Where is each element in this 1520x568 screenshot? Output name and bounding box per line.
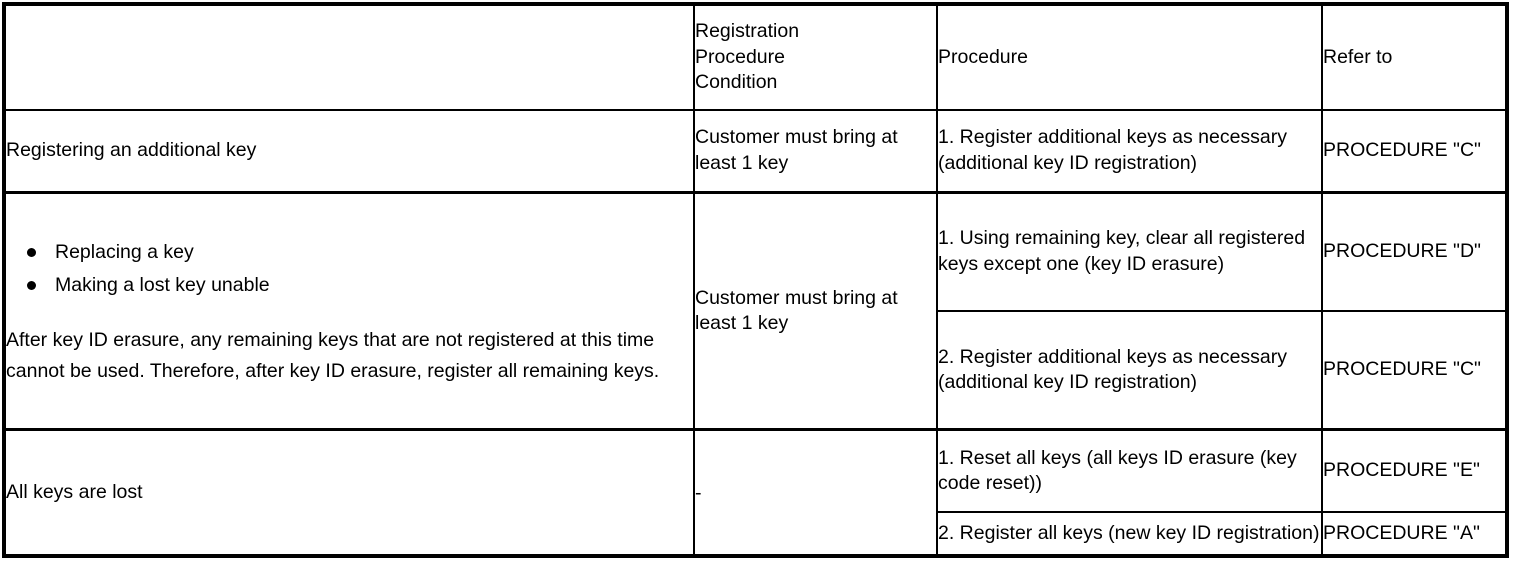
header-line-procedure: Procedure — [695, 45, 785, 68]
table-header: Registration Procedure Condition Procedu… — [3, 3, 1508, 111]
table-row: 2. Register additional keys as necessary… — [4, 310, 1508, 431]
table-row: Registering an additional key Customer m… — [3, 108, 1508, 194]
procedure-cell-step-2: 2. Register additional keys as necessary… — [936, 310, 1323, 431]
case-bullet-list: Replacing a key Making a lost key unable — [6, 236, 693, 302]
bullet-icon — [27, 280, 36, 290]
list-item: Replacing a key — [6, 236, 693, 269]
procedure-cell-step-2: 2. Register all keys (new key ID registr… — [936, 511, 1323, 557]
condition-cell-all-keys-lost: - — [693, 428, 938, 558]
header-row: Registration Procedure Condition Procedu… — [3, 3, 1508, 111]
refer-to-text: PROCEDURE "A" — [1323, 521, 1480, 544]
column-header-refer-to: Refer to — [1321, 3, 1508, 111]
procedure-table-container: Registration Procedure Condition Procedu… — [2, 2, 1509, 558]
list-item: Making a lost key unable — [6, 269, 693, 302]
refer-to-cell-step-1: PROCEDURE "C" — [1321, 108, 1508, 194]
header-line-registration: Registration — [695, 20, 800, 43]
case-content: Replacing a key Making a lost key unable… — [6, 236, 693, 387]
refer-to-cell-step-2: PROCEDURE "C" — [1321, 310, 1508, 431]
table-row: Replacing a key Making a lost key unable… — [3, 190, 1508, 431]
column-header-procedure: Procedure — [936, 3, 1323, 111]
case-text: Registering an additional key — [6, 139, 257, 162]
procedure-text: 2. Register additional keys as necessary… — [938, 345, 1288, 394]
condition-text: Customer must bring at least 1 key — [695, 126, 898, 174]
key-registration-procedure-table: Registration Procedure Condition Procedu… — [2, 2, 1509, 558]
procedure-text: 1. Using remaining key, clear all regist… — [938, 227, 1306, 275]
case-note-text: After key ID erasure, any remaining keys… — [6, 328, 660, 382]
condition-text: - — [695, 481, 702, 504]
column-header-case — [3, 3, 695, 111]
header-line-condition: Condition — [695, 71, 778, 94]
condition-text: Customer must bring at least 1 key — [695, 286, 898, 335]
refer-to-text: PROCEDURE "D" — [1323, 240, 1481, 263]
refer-to-text: PROCEDURE "C" — [1323, 358, 1481, 381]
procedure-text: 2. Register all keys (new key ID registr… — [938, 521, 1320, 544]
case-cell-replacing-key: Replacing a key Making a lost key unable… — [3, 190, 695, 431]
bullet-label: Making a lost key unable — [55, 273, 270, 296]
table-row: All keys are lost - 1. Reset all keys (a… — [3, 428, 1508, 558]
condition-cell-replacing-key: Customer must bring at least 1 key — [693, 190, 938, 431]
refer-to-text: PROCEDURE "E" — [1323, 459, 1480, 482]
table-body: Registering an additional key Customer m… — [3, 108, 1508, 558]
column-header-registration-procedure-condition: Registration Procedure Condition — [693, 3, 938, 111]
refer-to-cell-step-2: PROCEDURE "A" — [1321, 511, 1508, 557]
case-cell-all-keys-lost: All keys are lost — [3, 428, 695, 558]
case-cell-registering-additional-key: Registering an additional key — [3, 108, 695, 194]
refer-to-cell-step-1: PROCEDURE "E" — [1321, 428, 1508, 514]
refer-to-cell-step-1: PROCEDURE "D" — [1321, 190, 1508, 313]
procedure-cell-step-1: 1. Using remaining key, clear all regist… — [936, 190, 1323, 313]
procedure-text: 1. Reset all keys (all keys ID erasure (… — [938, 446, 1297, 495]
procedure-cell-step-1: 1. Reset all keys (all keys ID erasure (… — [936, 428, 1323, 514]
refer-to-text: PROCEDURE "C" — [1323, 139, 1481, 162]
case-text: All keys are lost — [6, 480, 143, 503]
condition-cell-registering-additional-key: Customer must bring at least 1 key — [693, 108, 938, 194]
bullet-icon — [27, 247, 36, 257]
procedure-text: 1. Register additional keys as necessary… — [938, 126, 1288, 174]
procedure-cell-step-1: 1. Register additional keys as necessary… — [936, 108, 1323, 194]
bullet-label: Replacing a key — [55, 240, 194, 263]
table-row: 2. Register all keys (new key ID registr… — [4, 511, 1508, 557]
